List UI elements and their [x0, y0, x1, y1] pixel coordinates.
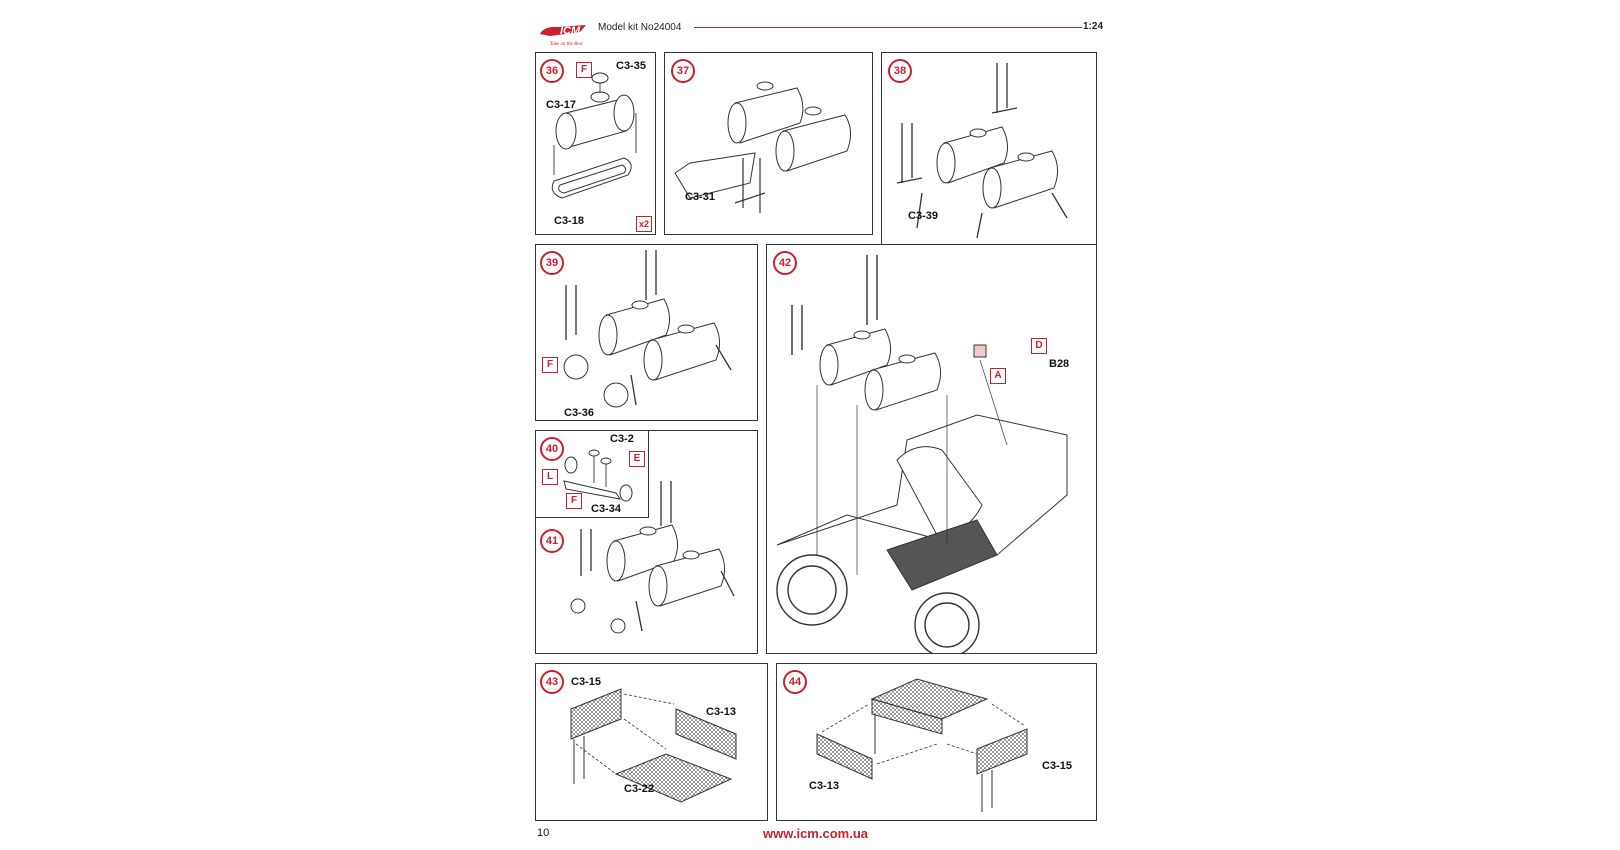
step-36-badge: 36	[540, 59, 564, 83]
step-44-badge: 44	[783, 670, 807, 694]
step-41-badge: 41	[540, 529, 564, 553]
part-label-c3-34: C3-34	[591, 503, 621, 515]
part-label-b28: B28	[1049, 358, 1070, 370]
step-43-badge: 43	[540, 670, 564, 694]
part-label-c3-15: C3-15	[571, 676, 601, 688]
step-40-drawing	[563, 449, 633, 502]
step-39-drawing	[563, 250, 732, 408]
paint-code-d: D	[1031, 338, 1047, 354]
step-37-drawing	[674, 81, 851, 213]
paint-code-l: L	[542, 469, 558, 485]
part-label-c3-22: C3-22	[624, 783, 654, 795]
part-label-c3-39: C3-39	[908, 210, 938, 222]
step-39-panel: 39 F C3-36	[535, 244, 758, 421]
step-36-panel: 36 F C3-35 C3-17 C3-18 x2	[535, 52, 656, 235]
step-38-panel: 38 C3-39	[881, 52, 1097, 245]
part-label-c3-15: C3-15	[1042, 760, 1072, 772]
part-label-c3-36: C3-36	[564, 407, 594, 419]
step-40-panel: 40 C3-2 E L F C3-34	[535, 430, 649, 518]
step-36-drawing	[551, 72, 637, 199]
step-43-panel: 43 C3-15 C3-13 C3-22	[535, 663, 768, 821]
paint-code-a: A	[990, 368, 1006, 384]
svg-text:ICM: ICM	[560, 25, 581, 37]
step-38-badge: 38	[888, 59, 912, 83]
step-44-panel: 44 C3-13 C3-15	[776, 663, 1097, 821]
quantity-multiplier: x2	[636, 216, 652, 232]
kit-scale: 1:24	[1083, 21, 1104, 32]
step-43-drawing	[570, 688, 737, 803]
icm-logo-icon: ICM Take on the Best	[540, 25, 586, 47]
step-40-badge: 40	[540, 437, 564, 461]
step-37-badge: 37	[671, 59, 695, 83]
paint-code-f: F	[566, 493, 582, 509]
part-label-c3-18: C3-18	[554, 215, 584, 227]
step-39-badge: 39	[540, 251, 564, 275]
step-37-panel: 37 C3-31	[664, 52, 873, 235]
paint-code-e: E	[629, 451, 645, 467]
step-41-drawing	[570, 481, 735, 634]
step-38-drawing	[896, 63, 1068, 239]
step-44-drawing	[816, 678, 1028, 812]
part-label-c3-13: C3-13	[706, 706, 736, 718]
brand-slogan: Take on the Best	[550, 42, 583, 47]
step-42-panel: 42 D B28 A	[766, 244, 1097, 654]
header-rule	[694, 27, 1082, 28]
paint-code-f: F	[576, 62, 592, 78]
kit-title: Model kit No24004	[598, 22, 682, 33]
part-label-c3-13: C3-13	[809, 780, 839, 792]
website-link[interactable]: www.icm.com.ua	[763, 826, 868, 841]
step-42-drawing	[776, 255, 1068, 653]
page-number: 10	[537, 827, 550, 839]
part-label-c3-31: C3-31	[685, 191, 715, 203]
paint-code-f: F	[542, 357, 558, 373]
step-42-badge: 42	[773, 251, 797, 275]
part-label-c3-2: C3-2	[610, 433, 634, 445]
part-label-c3-17: C3-17	[546, 99, 576, 111]
part-label-c3-35: C3-35	[616, 60, 646, 72]
